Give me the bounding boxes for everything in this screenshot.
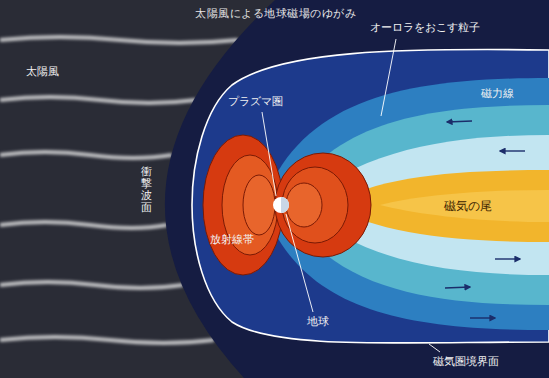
diagram-title: 太陽風による地球磁場のゆがみ <box>195 7 356 20</box>
wind-stripe <box>0 222 167 228</box>
belt-ring <box>243 175 275 235</box>
field-arrow <box>495 258 520 259</box>
radiation-belts <box>203 135 371 275</box>
region-label: 放射線帯 <box>210 233 254 246</box>
belt-lobe <box>203 135 283 275</box>
bow-shock-region <box>165 0 549 378</box>
field-arrow <box>447 121 472 122</box>
belt-lobe <box>275 153 371 257</box>
callout-label: 地球 <box>307 315 329 328</box>
leader-line <box>286 214 313 312</box>
earth-night-side <box>281 197 289 213</box>
magnetic-tail-core <box>380 190 549 222</box>
region-label: 磁気の尾 <box>444 199 492 213</box>
leader-line <box>429 344 440 352</box>
leader-line <box>262 112 276 196</box>
earth-symbol <box>273 197 289 213</box>
magnetopause <box>192 49 549 343</box>
wind-stripe <box>0 282 183 288</box>
wind-stripe <box>0 37 238 43</box>
wind-stripe <box>0 97 196 103</box>
leader-line <box>381 39 396 116</box>
boundary-label: 衝撃波面 <box>141 166 152 214</box>
leader-lines <box>262 39 440 352</box>
field-arrow <box>445 287 470 288</box>
field-band <box>262 78 549 330</box>
belt-ring <box>286 183 322 227</box>
belt-ring <box>282 167 348 243</box>
boundary-label: 磁気圏境界面 <box>433 355 499 368</box>
region-label: プラズマ圏 <box>228 95 283 108</box>
wind-stripe <box>0 337 214 343</box>
wind-stripe <box>0 152 172 158</box>
field-arrow <box>500 150 525 151</box>
region-label: 磁力線 <box>481 87 514 100</box>
callout-label: オーロラをおこす粒子 <box>370 21 480 34</box>
field-arrow <box>470 317 495 318</box>
field-arrows <box>445 121 525 318</box>
region-label: 太陽風 <box>26 65 59 78</box>
